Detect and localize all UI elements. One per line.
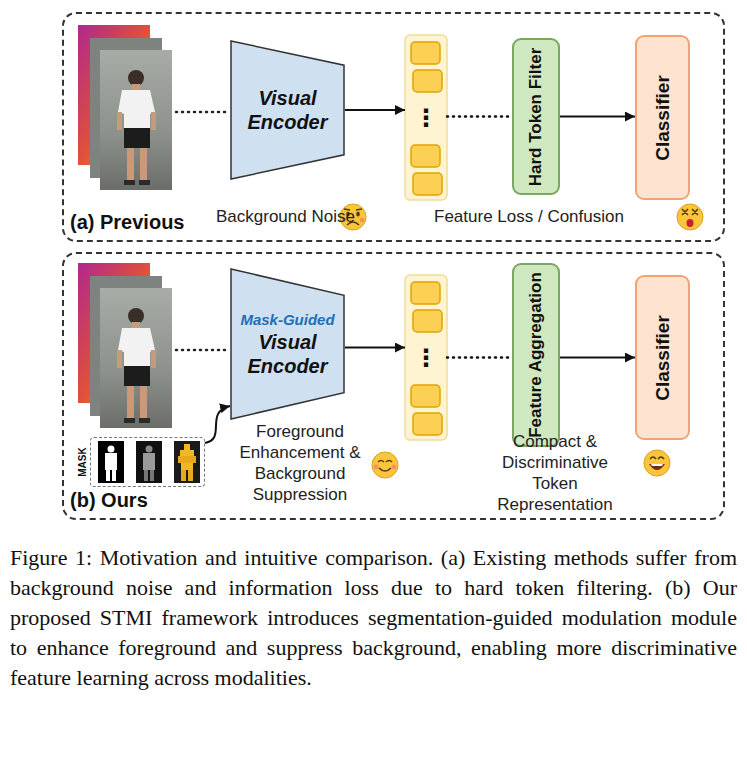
encoder-label: Mask-Guided	[240, 311, 334, 328]
classifier-box: Classifier	[635, 275, 690, 440]
figure-caption: Figure 1: Motivation and intuitive compa…	[10, 543, 737, 693]
panel-heading: (a) Previous	[70, 211, 184, 234]
connector	[205, 406, 230, 443]
mask-heading: MASK	[77, 447, 88, 476]
connector	[560, 116, 635, 118]
ellipsis-mark: ⋮	[414, 106, 438, 130]
rotated-label: Hard Token Filter	[526, 47, 546, 186]
aggregation-box: Feature Aggregation	[512, 263, 560, 447]
rotated-label: Classifier	[652, 75, 674, 161]
connector	[447, 115, 512, 118]
annotation-text: Background Noise	[216, 206, 355, 227]
rotated-label: Feature Aggregation	[526, 272, 546, 438]
encoder-trapezoid: Mask-GuidedVisual Encoder	[230, 268, 345, 420]
annotation-text: Feature Loss / Confusion	[434, 206, 624, 227]
dashed-panel: (b) Ours Mask-GuidedVisual Encoder ⋮ Featur…	[62, 252, 725, 520]
encoder-trapezoid: Visual Encoder	[230, 40, 345, 180]
ellipsis-mark: ⋮	[414, 346, 438, 370]
encoder-label: Visual Encoder	[234, 330, 341, 378]
dashed-panel: (a) Previous Visual Encoder ⋮ Hard Token Fi…	[62, 12, 725, 242]
annotation-text: Compact & Discriminative Token Represent…	[490, 431, 620, 515]
encoder-text: Mask-GuidedVisual Encoder	[230, 268, 345, 420]
encoder-text: Visual Encoder	[230, 40, 345, 180]
trapezoid-shape	[230, 40, 345, 180]
rotated-label: Classifier	[652, 315, 674, 401]
token-column: ⋮	[405, 35, 447, 200]
encoder-label: Visual Encoder	[234, 86, 341, 134]
mask-box: MASK	[90, 437, 205, 487]
token-column: ⋮	[405, 275, 447, 440]
filter-box: Hard Token Filter	[512, 38, 560, 195]
connector	[447, 356, 512, 359]
connector	[345, 109, 405, 111]
connector	[345, 347, 405, 349]
classifier-box: Classifier	[635, 35, 690, 200]
connector	[560, 357, 635, 359]
annotation-text: Foreground Enhancement & Background Supp…	[235, 421, 365, 505]
panel-heading: (b) Ours	[70, 489, 148, 512]
